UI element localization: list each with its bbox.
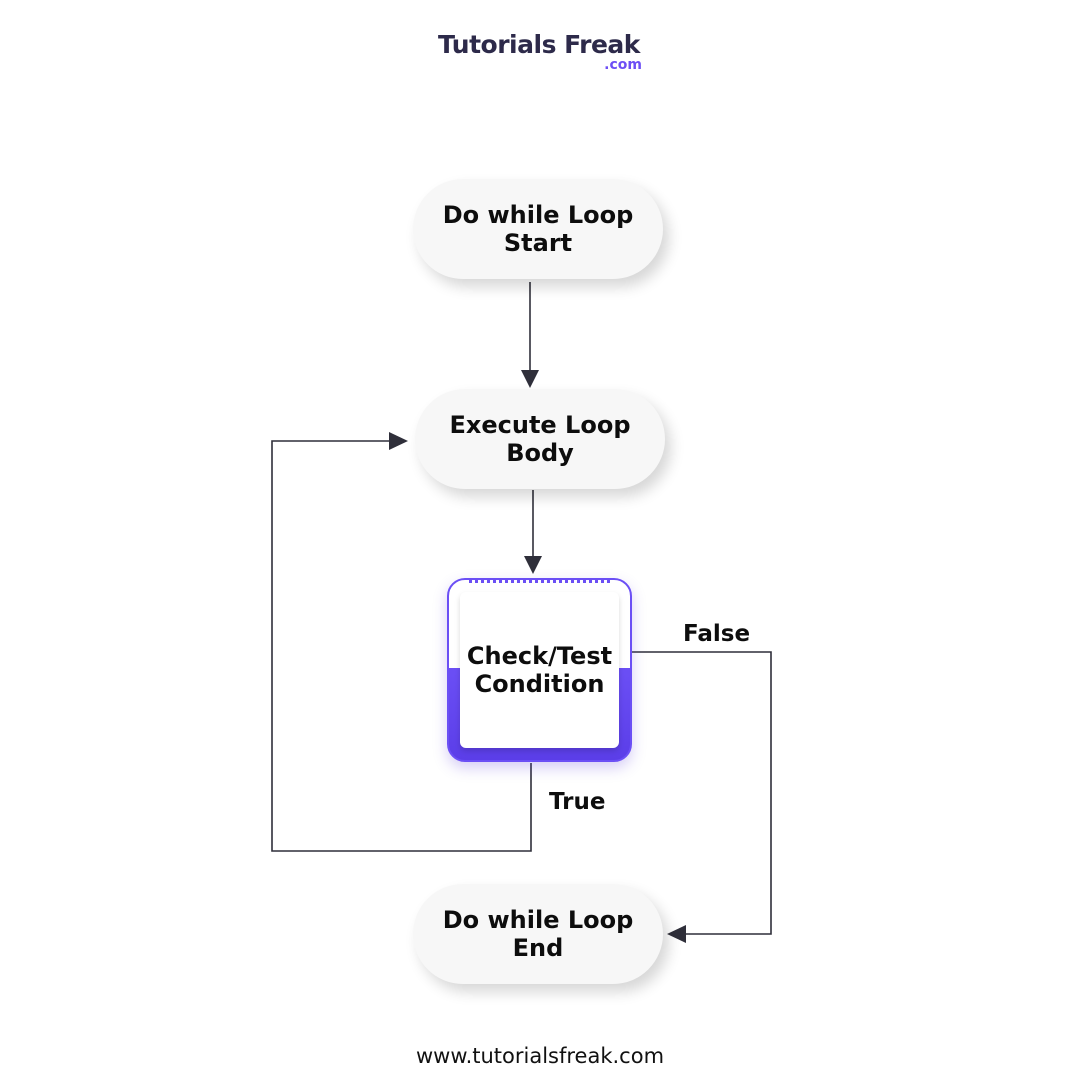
body-node-line2: Body: [506, 439, 574, 467]
arrowhead-body-to-condition: [524, 556, 542, 574]
arrowhead-start-to-body: [521, 370, 539, 388]
false-edge-label: False: [683, 621, 751, 647]
arrowhead-true-loop-back: [389, 432, 408, 450]
condition-node-line2: Condition: [474, 670, 605, 698]
condition-dotted-edge: [469, 580, 610, 583]
brand-suffix: .com: [604, 57, 642, 73]
start-node: Do while Loop Start: [413, 179, 663, 279]
body-node-line1: Execute Loop: [449, 411, 631, 439]
start-node-line2: Start: [503, 229, 573, 257]
body-node: Execute Loop Body: [415, 389, 665, 489]
start-node-line1: Do while Loop: [442, 201, 634, 229]
true-edge-label: True: [549, 789, 606, 815]
footer-url: www.tutorialsfreak.com: [415, 1044, 665, 1068]
end-node-line1: Do while Loop: [442, 906, 634, 934]
arrowhead-false-to-end: [667, 925, 686, 943]
brand-name: Tutorials Freak: [438, 30, 640, 59]
arrow-true-loop-back: [271, 440, 532, 852]
condition-node: Check/Test Condition: [447, 578, 632, 762]
condition-inner-card: Check/Test Condition: [460, 592, 619, 748]
arrow-false-to-end: [632, 651, 772, 935]
brand-logo: Tutorials Freak .com: [438, 30, 648, 80]
end-node: Do while Loop End: [413, 884, 663, 984]
condition-node-line1: Check/Test: [466, 642, 613, 670]
end-node-line2: End: [512, 934, 564, 962]
